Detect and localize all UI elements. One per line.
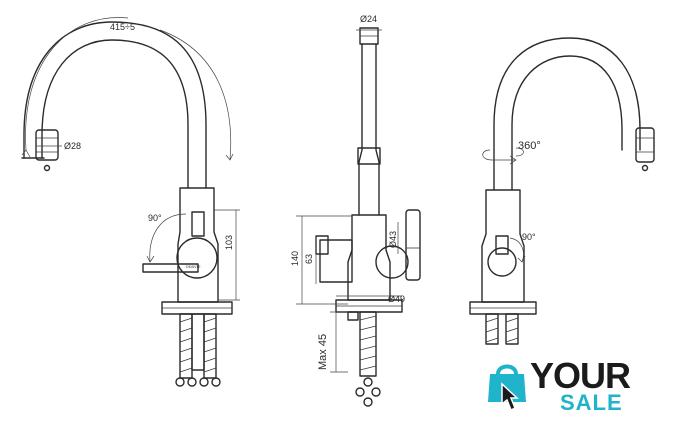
logo-word-your: YOUR	[530, 355, 631, 396]
total-height-label: 140	[290, 251, 300, 266]
spout-diameter-label: Ø28	[64, 141, 81, 151]
logo-word-sale: SALE	[560, 390, 623, 415]
handle-height-label: 63	[304, 254, 314, 264]
top-diameter-label: Ø24	[360, 14, 377, 24]
lever-angle-left-label: 90°	[148, 213, 162, 223]
brand-mark: DEANTE	[186, 265, 201, 269]
lever-angle-right-label: 90°	[522, 232, 536, 242]
side-diameter-label: Ø43	[388, 231, 398, 248]
base-diameter-label: Ø49	[388, 294, 405, 304]
left-faucet-view: DEANTE 415÷5 Ø28 90° 103	[21, 17, 240, 387]
middle-faucet-view: Ø24 140 63 Ø43 Ø49	[290, 14, 421, 407]
max-thickness-label: Max 45	[317, 334, 329, 370]
right-faucet-view: 360° 90°	[469, 37, 655, 345]
body-height-label: 103	[224, 235, 234, 250]
shopping-bag-icon	[488, 364, 526, 412]
rotation-label: 360°	[518, 140, 541, 152]
your-sale-logo: YOUR SALE	[486, 358, 646, 418]
span-label: 415÷5	[110, 22, 135, 32]
